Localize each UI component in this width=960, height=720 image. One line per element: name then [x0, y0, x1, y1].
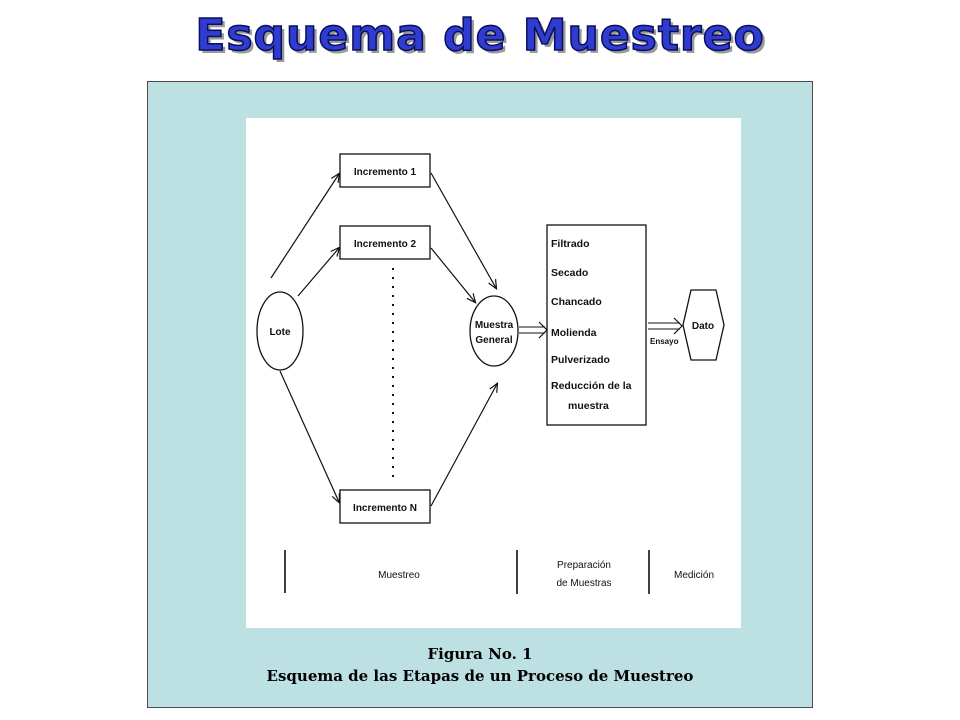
increment-1-box [339, 153, 431, 188]
step-muestra: muestra [568, 400, 609, 412]
muestra-general-label-1: Muestra [475, 320, 514, 331]
stage-muestreo-label: Muestreo [378, 570, 420, 581]
step-chancado: Chancado [551, 296, 602, 308]
arrow-lote-inc2 [297, 248, 339, 297]
figure-caption-title: Esquema de las Etapas de un Proceso de M… [266, 667, 694, 685]
preparation-steps-box [546, 224, 647, 426]
step-secado: Secado [551, 267, 588, 279]
figure-caption-number: Figura No. 1 [427, 645, 533, 663]
dato-label: Dato [692, 321, 714, 332]
step-filtrado: Filtrado [551, 238, 590, 250]
diagram-canvas: Lote Incremento 1 Incremento 2 Increment… [256, 153, 725, 594]
lote-node [256, 291, 304, 371]
arrow-lote-incn [279, 370, 339, 502]
lote-label: Lote [269, 327, 291, 338]
ensayo-label: Ensayo [650, 337, 679, 346]
arrow-steps-dato-head [673, 317, 683, 335]
sampling-diagram: Lote Incremento 1 Incremento 2 Increment… [246, 118, 741, 628]
slide-title: Esquema de Muestreo [195, 9, 765, 62]
arrow-muestra-steps-head [538, 321, 548, 339]
arrow-inc1-muestra [430, 172, 496, 288]
arrow-lote-inc1 [270, 174, 339, 279]
arrow-incn-muestra [430, 384, 497, 507]
stage-preparacion-label-1: Preparación [557, 560, 611, 571]
step-molienda: Molienda [551, 327, 597, 339]
arrow-inc2-muestra [430, 247, 475, 302]
step-reduccion: Reducción de la [551, 380, 632, 392]
increment-n-box [339, 489, 431, 524]
stage-medicion-label: Medición [674, 570, 714, 581]
dato-node [682, 289, 725, 361]
increment-n-label: Incremento N [353, 503, 417, 514]
increment-1-label: Incremento 1 [354, 167, 417, 178]
muestra-general-label-2: General [475, 335, 512, 346]
increment-2-box [339, 225, 431, 260]
stage-preparacion-label-2: de Muestras [556, 578, 611, 589]
step-pulverizado: Pulverizado [551, 354, 610, 366]
increment-2-label: Incremento 2 [354, 239, 417, 250]
muestra-general-node [469, 295, 519, 367]
